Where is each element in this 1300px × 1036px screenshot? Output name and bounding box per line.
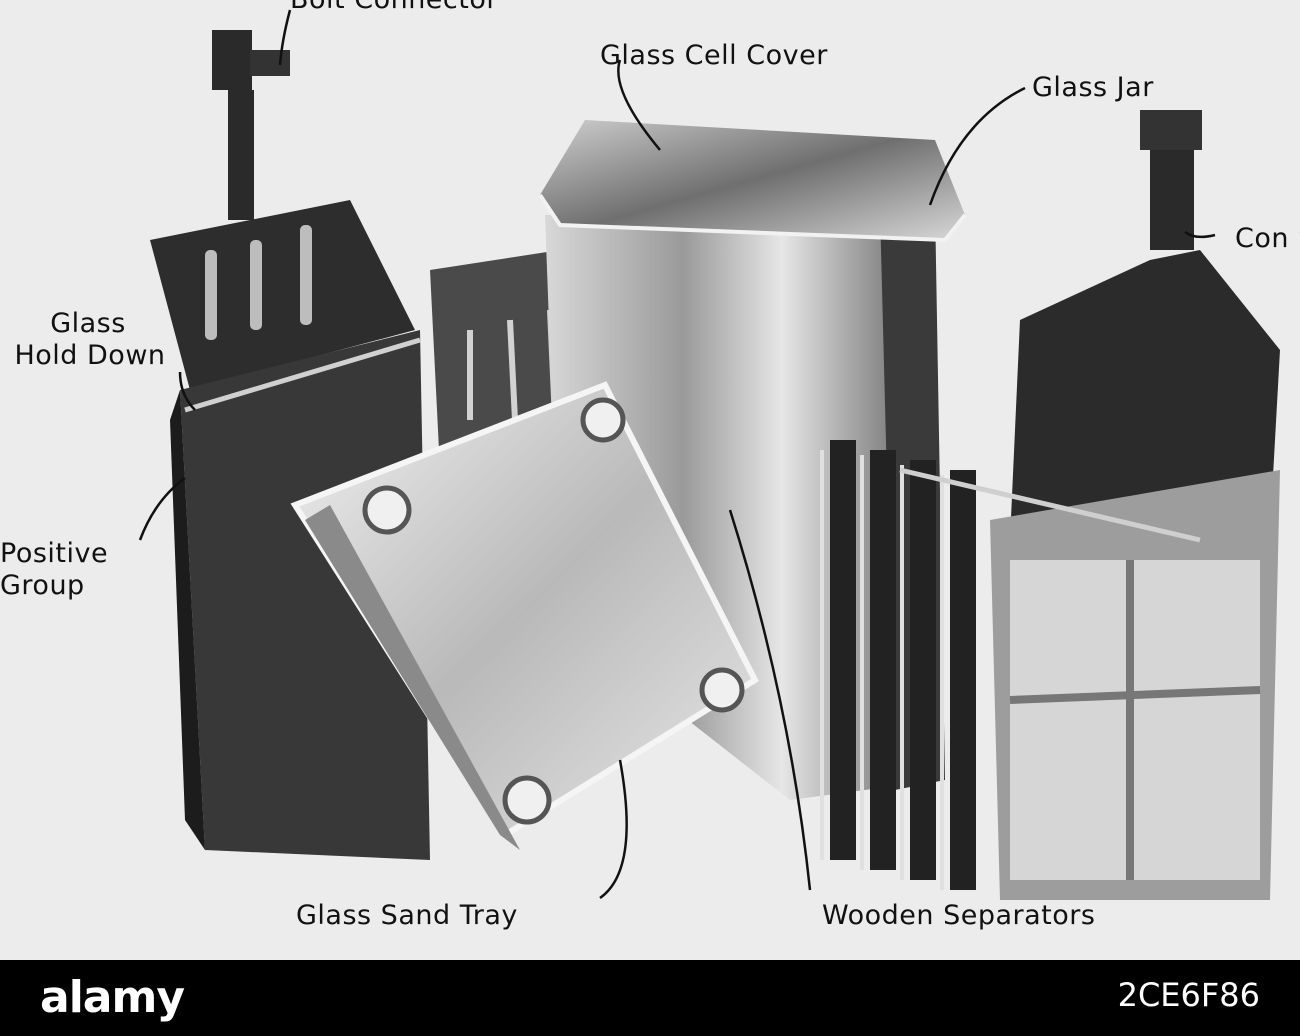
alamy-logo: alamy (40, 972, 185, 1023)
label-group: Group (0, 570, 85, 601)
glass-cell-cover (538, 120, 967, 243)
label-hold-down: Hold Down (14, 340, 166, 371)
label-bolt-connector: Bolt Connector (290, 0, 498, 14)
leader-lines (138, 9, 1216, 900)
glass-sand-tray (290, 381, 759, 850)
label-glass-sand-tray: Glass Sand Tray (296, 900, 518, 931)
stock-id: 2CE6F86 (1117, 976, 1260, 1014)
negative-group (820, 110, 1280, 900)
exploded-cell-illustration (138, 9, 1280, 900)
label-positive: Positive (0, 538, 109, 569)
positive-group (150, 30, 430, 860)
watermark-footer: alamy 2CE6F86 (0, 960, 1300, 1036)
battery-cell-photo: Bolt Connector Glass Cell Cover Glass Ja… (0, 0, 1300, 960)
label-glass-cell-cover: Glass Cell Cover (600, 40, 828, 71)
label-glass-jar: Glass Jar (1032, 72, 1154, 103)
label-wooden-separators: Wooden Separators (822, 900, 1096, 931)
label-glass: Glass (50, 308, 126, 339)
label-connecting-strap: Con S (1235, 223, 1300, 254)
